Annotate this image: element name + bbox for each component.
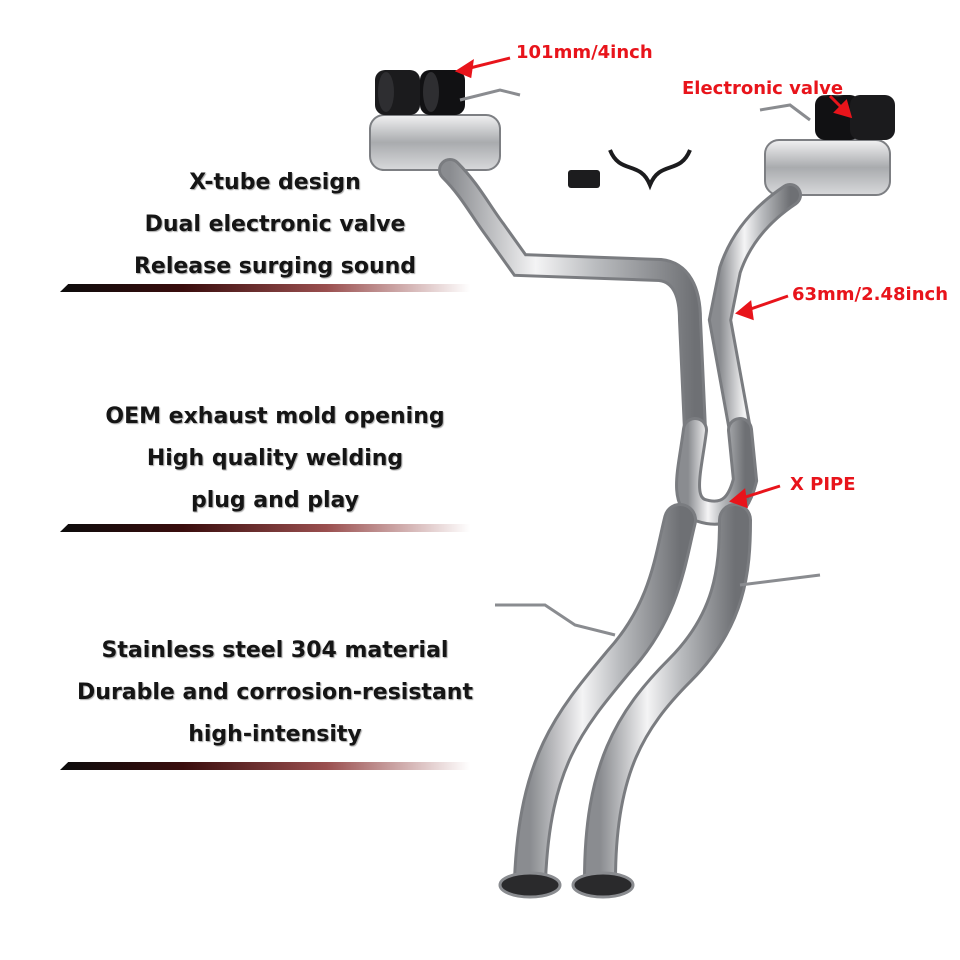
feature-line: Dual electronic valve (144, 212, 406, 237)
feature-line: plug and play (190, 488, 360, 513)
feature-group-fitment: OEM exhaust mold opening High quality we… (40, 396, 510, 522)
feature-line: Durable and corrosion-resistant (77, 680, 473, 705)
feature-line: High quality welding (146, 446, 404, 471)
left-exhaust-tips (375, 70, 465, 115)
front-inlets (498, 871, 635, 899)
feature-line: Stainless steel 304 material (101, 638, 449, 663)
divider (60, 284, 470, 292)
divider (60, 762, 470, 770)
right-exhaust-tips (815, 95, 895, 140)
pipe-size-label: 63mm/2.48inch (792, 284, 949, 305)
tip-size-label: 101mm/4inch (516, 42, 653, 63)
callout-arrows (454, 56, 853, 509)
feature-line: Release surging sound (133, 254, 417, 279)
electronic-valve-label: Electronic valve (682, 78, 844, 99)
feature-group-material: Stainless steel 304 material Durable and… (40, 630, 510, 756)
valve-wiring-harness (568, 149, 692, 191)
x-pipe-label: X PIPE (790, 474, 856, 495)
feature-line: high-intensity (188, 722, 362, 747)
pipe-hangers (459, 88, 821, 637)
feature-line: OEM exhaust mold opening (105, 404, 445, 429)
feature-group-design: X-tube design Dual electronic valve Rele… (40, 162, 510, 288)
feature-line: X-tube design (189, 170, 361, 195)
divider (60, 524, 470, 532)
